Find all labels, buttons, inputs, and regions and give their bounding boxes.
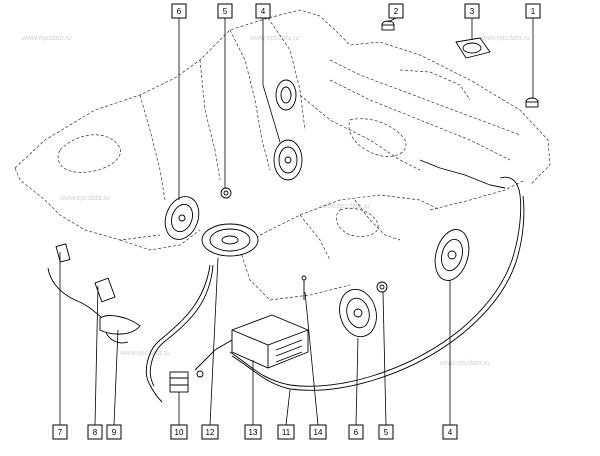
- watermark: www.epcdata.ru: [60, 195, 110, 202]
- callout-label: 12: [206, 428, 215, 437]
- watermark: www.epcdata.ru: [120, 350, 170, 357]
- callout-4-top: 4: [255, 3, 271, 19]
- callout-label: 9: [112, 428, 117, 437]
- vehicle-interior-outline: [14, 9, 551, 301]
- callout-label: 1: [531, 7, 536, 16]
- callout-14-bottom: 14: [309, 424, 327, 440]
- watermark: www.epcdata.ru: [250, 35, 300, 42]
- callout-label: 4: [448, 428, 453, 437]
- watermark: www.epcdata.ru: [440, 360, 490, 367]
- callout-12-bottom: 12: [201, 424, 219, 440]
- part-front-woofer-center: [201, 223, 259, 257]
- callout-13-bottom: 13: [244, 424, 262, 440]
- callout-label: 14: [314, 428, 323, 437]
- callout-label: 3: [470, 7, 475, 16]
- part-radio-head-unit: [231, 314, 309, 369]
- part-rear-speaker-right-lower: [339, 288, 377, 338]
- callout-5-top: 5: [217, 3, 233, 19]
- callout-label: 6: [177, 7, 182, 16]
- callout-label: 4: [261, 7, 266, 16]
- part-center-dash-speaker: [455, 37, 491, 59]
- part-tweeter-small: [220, 187, 232, 199]
- part-connector-block: [169, 370, 204, 393]
- callout-9-bottom: 9: [106, 424, 122, 440]
- part-antenna: [301, 275, 307, 300]
- callout-8-bottom: 8: [87, 424, 103, 440]
- part-tweeter-lower: [376, 281, 388, 293]
- callout-1-top: 1: [525, 3, 541, 19]
- callout-2-top: 2: [388, 3, 404, 19]
- callout-label: 10: [175, 428, 184, 437]
- callout-label: 5: [223, 7, 228, 16]
- watermark: www.epcdata.ru: [480, 35, 530, 42]
- callout-label: 2: [394, 7, 399, 16]
- callout-label: 7: [58, 428, 63, 437]
- callout-label: 8: [93, 428, 98, 437]
- part-harness-left: [55, 243, 141, 335]
- watermark-layer: www.epcdata.ru www.epcdata.ru www.epcdat…: [22, 35, 530, 367]
- wiring-harness: [47, 159, 525, 403]
- callout-label: 5: [384, 428, 389, 437]
- part-rear-door-speaker-left: [164, 196, 200, 240]
- callout-5-bottom: 5: [378, 424, 394, 440]
- leader-lines: [59, 17, 534, 426]
- part-tweeter-dash-left: [381, 20, 395, 31]
- callout-7-bottom: 7: [52, 424, 68, 440]
- watermark: www.epcdata.ru: [320, 203, 370, 210]
- callout-11-bottom: 11: [277, 424, 295, 440]
- part-tweeter-dash-right: [525, 97, 539, 108]
- callout-6-bottom: 6: [348, 424, 364, 440]
- callout-label: 13: [249, 428, 258, 437]
- callout-6-top: 6: [171, 3, 187, 19]
- watermark: www.epcdata.ru: [22, 35, 72, 42]
- callout-label: 11: [282, 428, 291, 437]
- callout-3-top: 3: [464, 3, 480, 19]
- callout-4-bottom: 4: [442, 424, 458, 440]
- part-front-door-speaker-right: [273, 79, 303, 181]
- part-rear-speaker-far-right: [434, 229, 470, 281]
- callout-label: 6: [354, 428, 359, 437]
- callout-10-bottom: 10: [170, 424, 188, 440]
